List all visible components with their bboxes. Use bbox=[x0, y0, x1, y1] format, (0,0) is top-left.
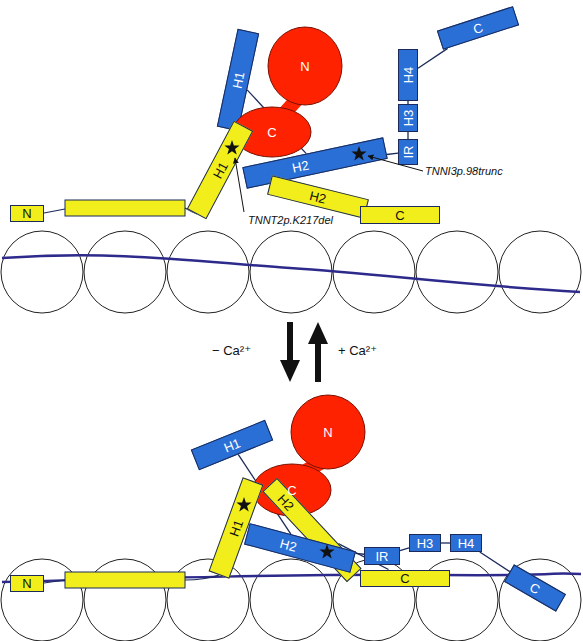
actin-top bbox=[1, 231, 581, 313]
arrow-head bbox=[280, 360, 300, 382]
domain-label: H1 bbox=[221, 435, 242, 455]
actin-monomer bbox=[167, 231, 249, 313]
domain-label: IR bbox=[401, 146, 416, 159]
domain-label: H4 bbox=[458, 536, 475, 551]
helix-box: H1 bbox=[191, 420, 273, 470]
domain-label: C bbox=[267, 125, 276, 140]
helix-box: IR bbox=[398, 139, 418, 165]
mutation-star bbox=[319, 544, 334, 558]
actin-monomer bbox=[250, 231, 332, 313]
helix-box: H4 bbox=[398, 49, 418, 101]
leader-line bbox=[368, 156, 423, 171]
domain-label: C bbox=[287, 483, 296, 498]
helix-box: H2 bbox=[267, 175, 369, 219]
domain-label: H4 bbox=[401, 67, 416, 84]
domain-label: N bbox=[22, 206, 31, 221]
equilibrium-arrows bbox=[280, 322, 328, 382]
actin-monomer bbox=[84, 231, 166, 313]
actin-bottom bbox=[1, 559, 581, 641]
linker-line bbox=[400, 548, 409, 551]
domain-label: IR bbox=[376, 549, 389, 564]
actin-monomer bbox=[84, 559, 166, 641]
helix-box: C bbox=[504, 564, 566, 611]
domain-label: N bbox=[300, 59, 309, 74]
helix-box: H4 bbox=[450, 534, 482, 552]
domain-label: C bbox=[527, 579, 543, 597]
domain-label: H3 bbox=[401, 110, 416, 127]
helix-box: C bbox=[360, 570, 450, 587]
domain-label: H1 bbox=[209, 159, 230, 181]
helix-box: IR bbox=[364, 547, 400, 565]
lobe-outline bbox=[268, 27, 342, 105]
leader-line bbox=[235, 158, 244, 212]
actin-monomer bbox=[1, 559, 83, 641]
arrow-head bbox=[308, 322, 328, 344]
domain-label: H3 bbox=[417, 536, 434, 551]
actin-monomer bbox=[416, 231, 498, 313]
domain-label: H2 bbox=[278, 535, 298, 554]
tnc-lobe: N bbox=[290, 394, 366, 470]
mutation-label: TNNI3p.98trunc bbox=[425, 165, 503, 177]
mutation-star bbox=[224, 140, 239, 154]
tnt-linker bbox=[185, 575, 219, 580]
arrow-shaft bbox=[315, 340, 321, 382]
linker-line bbox=[441, 542, 450, 543]
actin-monomer bbox=[499, 559, 581, 641]
domain-label: H1 bbox=[229, 70, 247, 89]
actin-monomer bbox=[499, 231, 581, 313]
tnc-lobe: N bbox=[267, 26, 343, 106]
mutation-label: TNNT2p.K217del bbox=[248, 214, 333, 226]
domain-label: H1 bbox=[226, 518, 246, 539]
linker-line bbox=[418, 48, 448, 68]
helix-box: H3 bbox=[398, 104, 418, 132]
domain-label: N bbox=[323, 425, 332, 440]
tropomyosin bbox=[2, 255, 580, 292]
domain-label: C bbox=[400, 571, 409, 586]
tnt-n-terminal bbox=[44, 200, 219, 588]
tnt-linker bbox=[44, 209, 65, 213]
linker-line bbox=[407, 132, 408, 139]
domain-label: H2 bbox=[291, 157, 310, 175]
domain-label: C bbox=[471, 19, 485, 36]
lobe-outline bbox=[291, 395, 365, 469]
actin-monomer bbox=[1, 231, 83, 313]
actin-monomer bbox=[250, 559, 332, 641]
calcium-label: + Ca²⁺ bbox=[338, 343, 377, 358]
domain-label: H2 bbox=[308, 188, 328, 207]
mutation-star bbox=[236, 497, 251, 511]
linker-line bbox=[480, 552, 510, 572]
helix-box: N bbox=[10, 205, 44, 222]
tnt-linker bbox=[44, 580, 65, 583]
calcium-label: − Ca²⁺ bbox=[212, 343, 251, 358]
helix-box: N bbox=[10, 575, 44, 592]
helix-box: C bbox=[360, 206, 440, 224]
linker-line bbox=[387, 153, 398, 154]
arrow-shaft bbox=[287, 322, 293, 364]
helix-box: H3 bbox=[409, 534, 441, 552]
domain-label: N bbox=[22, 576, 31, 591]
tnt-segment bbox=[65, 572, 185, 588]
tnt-segment bbox=[65, 200, 185, 216]
helix-box: C bbox=[437, 6, 519, 50]
mutation-star bbox=[351, 146, 366, 160]
domain-label: C bbox=[395, 208, 404, 223]
